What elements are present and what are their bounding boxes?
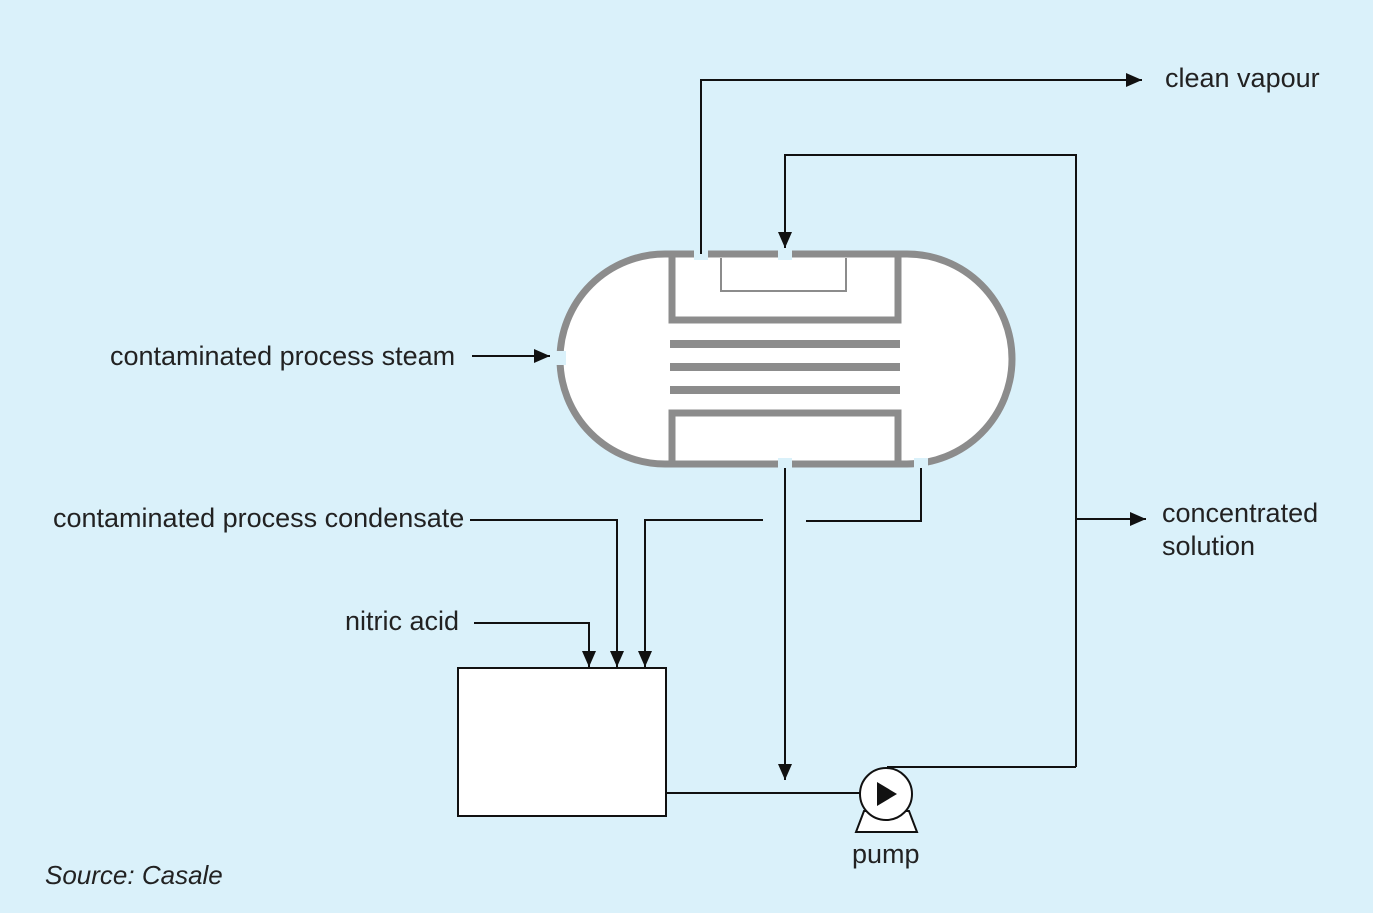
- label-pump: pump: [852, 839, 920, 869]
- nozzle-recirc-inlet: [778, 248, 792, 260]
- label-contaminated-process-condensate: contaminated process condensate: [53, 503, 464, 533]
- condensate-outlet-line-a: [806, 468, 922, 522]
- distributor-box: [720, 258, 847, 292]
- condensate-outlet-line-b: [638, 519, 763, 667]
- label-clean-vapour: clean vapour: [1165, 63, 1320, 93]
- pump-symbol: [854, 767, 919, 833]
- label-concentrated-solution-1: concentrated: [1162, 498, 1318, 528]
- tank: [457, 667, 667, 817]
- label-contaminated-process-steam: contaminated process steam: [110, 341, 455, 371]
- recirculation-line: [778, 154, 1077, 767]
- pump-arrow: [877, 782, 897, 806]
- contaminated-condensate-line: [470, 519, 624, 667]
- source-caption: Source: Casale: [45, 860, 223, 890]
- label-nitric-acid: nitric acid: [345, 606, 459, 636]
- label-concentrated-solution-2: solution: [1162, 531, 1255, 561]
- nozzle-solution-outlet: [778, 458, 792, 470]
- nitric-acid-line: [474, 622, 596, 667]
- nozzle-condensate-outlet: [914, 458, 928, 470]
- evaporator-vessel: [554, 248, 1016, 470]
- nozzle-steam-inlet: [554, 351, 566, 365]
- clean-vapour-line: [700, 73, 1142, 254]
